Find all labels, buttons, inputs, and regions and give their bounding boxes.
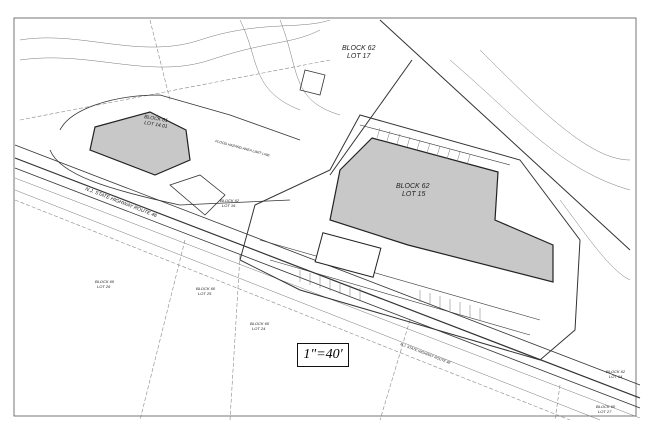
svg-text:LOT 14: LOT 14 [609,374,623,379]
left-parking [49,94,301,206]
svg-text:LOT 17: LOT 17 [347,53,371,60]
svg-text:BLOCK 61: BLOCK 61 [144,114,169,124]
svg-text:LOT 25: LOT 25 [198,291,212,296]
building-left [89,111,191,176]
svg-text:BLOCK 62: BLOCK 62 [342,45,376,52]
main-site [169,69,581,361]
svg-text:BLOCK 60: BLOCK 60 [196,286,216,291]
svg-text:BLOCK 60: BLOCK 60 [596,404,616,409]
sheet-border [13,17,637,417]
svg-text:BLOCK 62: BLOCK 62 [396,183,430,190]
svg-text:BLOCK 62: BLOCK 62 [606,369,626,374]
svg-text:LOT 15: LOT 15 [402,191,425,198]
building-main [329,137,554,283]
svg-text:LOT 14.01: LOT 14.01 [144,120,169,130]
svg-text:LOT 24: LOT 24 [252,326,266,331]
restaurant-pad [314,232,382,278]
contour-lines [19,19,631,281]
svg-text:BLOCK 60: BLOCK 60 [250,321,270,326]
scale-note: 1"=40' [297,343,349,367]
property-lines [19,19,631,421]
svg-text:BLOCK 62: BLOCK 62 [220,198,240,203]
highway-label-right: N.J. STATE HIGHWAY ROUTE 46 [400,342,451,365]
svg-text:LOT 16: LOT 16 [222,203,236,208]
svg-text:LOT 27: LOT 27 [598,409,612,414]
labels: BLOCK 62 LOT 17 BLOCK 62 LOT 15 BLOCK 62… [84,45,626,414]
flood-line-label: FLOOD HAZARD AREA LIMIT LINE [215,139,271,158]
highway-label-left: N.J. STATE HIGHWAY ROUTE 46 [84,186,158,219]
svg-text:LOT 26: LOT 26 [97,284,111,289]
svg-text:BLOCK 60: BLOCK 60 [95,279,115,284]
